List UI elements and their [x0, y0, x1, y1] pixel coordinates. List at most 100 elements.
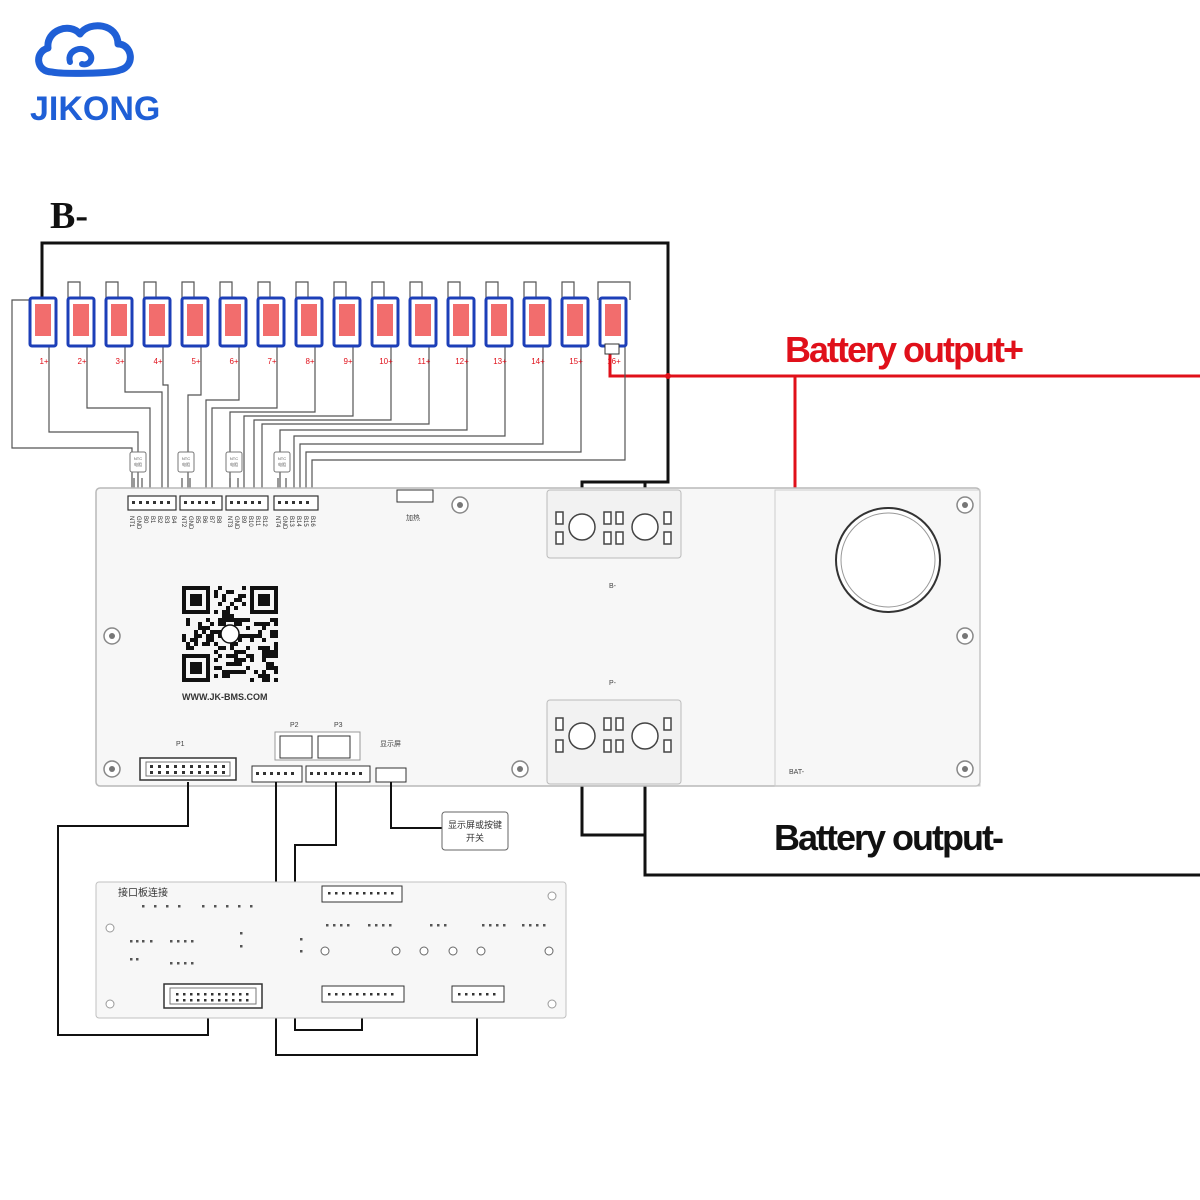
ntc-label: NTC: [278, 456, 286, 461]
ntc-sub-label: 电阻: [230, 461, 238, 467]
wire-junction: [665, 373, 671, 379]
connector-pin-label: B14: [295, 516, 301, 527]
connector-pin-label: B0: [142, 516, 148, 524]
battery-cell: 16+: [598, 296, 628, 366]
battery-cell: 2+: [66, 296, 96, 366]
connector-pin-label: NT1: [128, 516, 134, 528]
connector-pin-label: GND: [233, 516, 239, 530]
p2-label: P2: [290, 722, 299, 729]
bat-minus-pad-label: BAT-: [789, 769, 805, 776]
connector-pin-label: B8: [215, 516, 221, 524]
b-minus-label: B-: [50, 195, 88, 237]
connector-pin-label: B2: [156, 516, 162, 524]
display-connector: [375, 767, 407, 783]
display-port-label: 显示屏: [380, 740, 401, 748]
cell-label: 4+: [153, 357, 162, 366]
display-note-line2: 开关: [466, 832, 484, 843]
connector-pin-label: B4: [170, 516, 176, 524]
battery-cell: 15+: [560, 296, 590, 366]
battery-cell: 6+: [218, 296, 248, 366]
interface-board-title: 接口板连接: [118, 886, 168, 899]
connector-pin-label: GND: [281, 516, 287, 530]
display-wire: [390, 782, 442, 829]
connector-pin-label: B9: [240, 516, 246, 524]
website-url: WWW.JK-BMS.COM: [182, 692, 268, 702]
p3-label: P3: [334, 722, 343, 729]
battery-output-plus-label: Battery output+: [785, 329, 1023, 370]
display-note-box: [441, 811, 509, 851]
cell-label: 11+: [418, 357, 431, 366]
battery-cell: 4+: [142, 296, 172, 366]
connector-pin-label: B13: [288, 516, 294, 527]
ntc-sub-label: 电阻: [278, 461, 286, 467]
battery-cell: 7+: [256, 296, 286, 366]
battery-cell: 3+: [104, 296, 134, 366]
brand-name: JIKONG: [30, 90, 160, 128]
cell-label: 6+: [229, 357, 238, 366]
positive-wire: [608, 345, 1200, 378]
ntc-label: NTC: [182, 456, 190, 461]
cell-label: 16+: [607, 357, 621, 366]
connector-pin-label: NT4: [274, 516, 280, 528]
cell-label: 13+: [493, 357, 507, 366]
interface-board: 接口板连接: [95, 881, 567, 1019]
hole-centers: [109, 502, 968, 772]
connector-pin-label: NT3: [226, 516, 232, 528]
ntc-label: NTC: [134, 456, 142, 461]
cell-label: 9+: [343, 357, 352, 366]
connector-pin-label: GND: [135, 516, 141, 530]
cell-label: 5+: [191, 357, 200, 366]
b-minus-terminals: [555, 511, 672, 545]
connector-pin-label: B12: [261, 516, 267, 527]
battery-cells: 1+ 2+ 3+ 4+ 5+ 6+ 7+ 8+ 9+ 10+ 11+ 12+ 13+ 14+ 15+ 16+: [28, 296, 628, 366]
p-minus-terminals: [555, 717, 672, 753]
cloud-logo-icon: [35, 22, 134, 77]
connector-pin-label: NT2: [180, 516, 186, 528]
connector-pin-label: B11: [254, 516, 260, 527]
battery-cell: 13+: [484, 296, 514, 366]
connector-pin-label: B1: [149, 516, 155, 524]
connector-pin-label: B10: [247, 516, 253, 527]
cell-label: 15+: [569, 357, 583, 366]
buzzer-icon: [835, 507, 941, 613]
cell-label: 10+: [379, 357, 393, 366]
connector-pin-label: B6: [201, 516, 207, 524]
heat-connector: [396, 489, 434, 503]
p-minus-pad-label: P-: [609, 680, 617, 687]
battery-cell: 12+: [446, 296, 476, 366]
cell-label: 8+: [305, 357, 314, 366]
ntc-sub-label: 电阻: [182, 461, 190, 467]
battery-cell: 8+: [294, 296, 324, 366]
p1-label: P1: [176, 741, 185, 748]
battery-cell: 11+: [408, 296, 438, 366]
cell-label: 3+: [115, 357, 124, 366]
connector-pin-label: B3: [163, 516, 169, 524]
battery-cell: 5+: [180, 296, 210, 366]
cell-label: 7+: [267, 357, 276, 366]
ntc-sub-label: 电阻: [134, 461, 142, 467]
qr-code: [182, 586, 278, 682]
battery-cell: 1+: [28, 296, 58, 366]
connector-pin-label: B5: [194, 516, 200, 524]
battery-cell: 14+: [522, 296, 552, 366]
connector-pin-label: GND: [187, 516, 193, 530]
cell-label: 2+: [77, 357, 86, 366]
battery-output-minus-label: Battery output-: [774, 817, 1003, 858]
connector-pin-label: B16: [309, 516, 315, 527]
b-minus-pad-label: B-: [609, 583, 617, 590]
pin-dots: [132, 501, 362, 775]
ntc-label: NTC: [230, 456, 238, 461]
cell-label: 1+: [39, 357, 48, 366]
p1-connector: [139, 757, 237, 781]
display-note-line1: 显示屏或按键: [448, 819, 502, 830]
battery-cell: 10+: [370, 296, 400, 366]
heat-label: 加热: [406, 513, 420, 522]
